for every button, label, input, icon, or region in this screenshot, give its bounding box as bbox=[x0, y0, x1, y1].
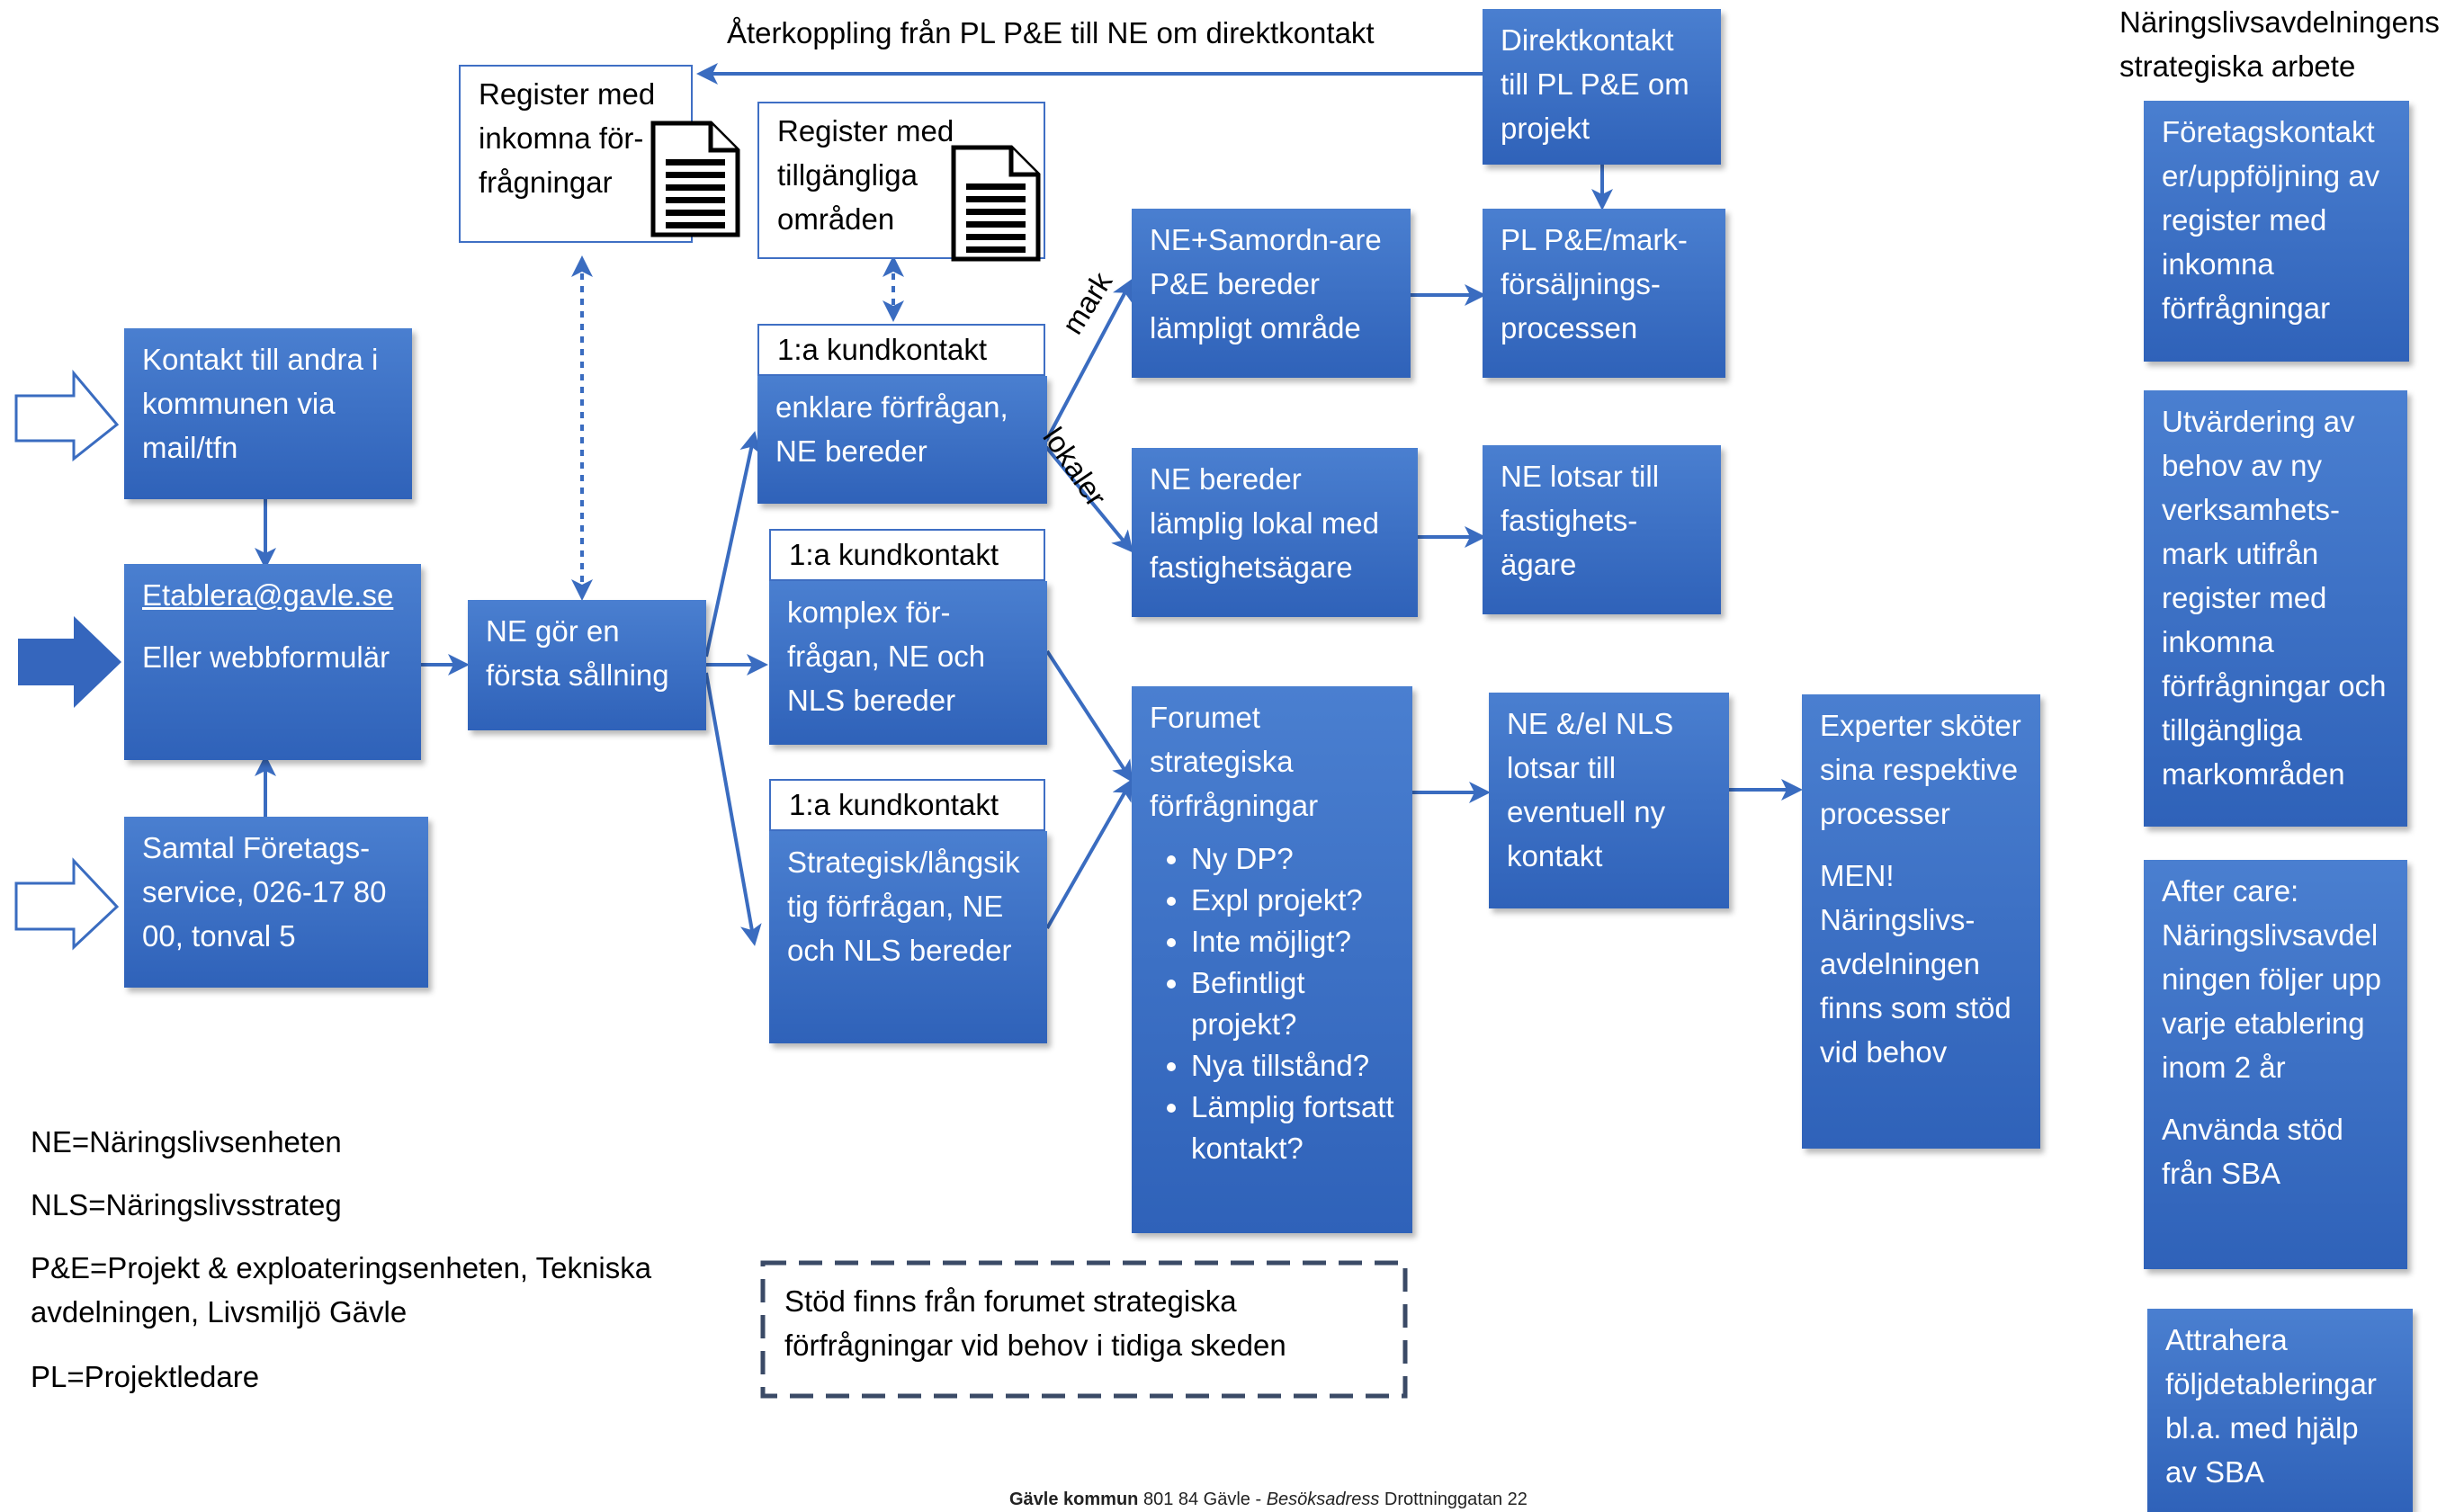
forumet-box: Forumet strategiska förfrågningar Ny DP?… bbox=[1132, 686, 1412, 1233]
list-item: Befintligt projekt? bbox=[1191, 962, 1394, 1045]
ne-bereder-lokal-box: NE bereder lämplig lokal med fastighetsä… bbox=[1132, 448, 1418, 617]
side-title: Näringslivsavdelningens strategiska arbe… bbox=[2119, 5, 2440, 83]
arrow-to-strategisk bbox=[704, 672, 762, 946]
arrow-strategisk-to-forumet bbox=[1045, 778, 1133, 929]
list-item: Expl projekt? bbox=[1191, 880, 1394, 921]
footer-visit-label: Besöksadress bbox=[1266, 1490, 1380, 1509]
arrow-lokaler bbox=[1044, 445, 1133, 553]
experter-box: Experter sköter sina respektive processe… bbox=[1802, 694, 2040, 1149]
experter-men-label: MEN! Näringslivs-avdelningen finns som s… bbox=[1820, 859, 2011, 1069]
legend-pe: P&E=Projekt & exploateringsenheten, Tekn… bbox=[31, 1251, 652, 1329]
kundkontakt-3-label-box: 1:a kundkontakt bbox=[769, 779, 1045, 831]
etablera-alt-label: Eller webbformulär bbox=[142, 640, 390, 674]
enklare-box: enklare förfrågan, NE bereder bbox=[757, 376, 1047, 504]
spacer bbox=[2162, 1089, 2389, 1107]
list-item: Lämplig fortsatt kontakt? bbox=[1191, 1087, 1394, 1169]
ne-samordnare-box: NE+Samordn-are P&E bereder lämpligt områ… bbox=[1132, 209, 1411, 378]
register-inkomna-label: Register med inkomna för-frågningar bbox=[479, 77, 656, 199]
document-icon bbox=[650, 121, 740, 237]
right-arrow-outline-icon bbox=[14, 857, 120, 951]
side-box-after-care: After care: Näringslivsavdel ningen följ… bbox=[2144, 860, 2407, 1269]
footer-visit-value: Drottninggatan 22 bbox=[1384, 1490, 1528, 1509]
spacer bbox=[142, 617, 403, 635]
ne-nls-lotsar-box: NE &/el NLS lotsar till eventuell ny kon… bbox=[1489, 693, 1729, 908]
list-item: Nya tillstånd? bbox=[1191, 1045, 1394, 1087]
komplex-box: komplex för-frågan, NE och NLS bereder bbox=[769, 581, 1047, 745]
kundkontakt-2-label-box: 1:a kundkontakt bbox=[769, 529, 1045, 581]
legend-pl: PL=Projektledare bbox=[31, 1360, 260, 1393]
side-box-utvardering: Utvärdering av behov av ny verksamhets-m… bbox=[2144, 390, 2407, 827]
footer-address: Gävle kommun 801 84 Gävle - Besöksadress… bbox=[1009, 1490, 1528, 1510]
after-care-label: After care: Näringslivsavdel ningen följ… bbox=[2162, 874, 2382, 1084]
forumet-title: Forumet strategiska förfrågningar bbox=[1150, 701, 1319, 822]
strategisk-box: Strategisk/långsik tig förfrågan, NE och… bbox=[769, 831, 1047, 1043]
footer-postal: 801 84 Gävle - bbox=[1142, 1490, 1262, 1509]
legend-nls: NLS=Näringslivsstrateg bbox=[31, 1188, 342, 1221]
register-omraden-label: Register med tillgängliga områden bbox=[777, 114, 954, 236]
dashed-note-border bbox=[760, 1260, 1408, 1399]
samtal-box: Samtal Företags-service, 026-17 80 00, t… bbox=[124, 817, 428, 988]
pl-pe-box: PL P&E/mark-försäljnings-processen bbox=[1483, 209, 1725, 378]
kontakt-andra-box: Kontakt till andra i kommunen via mail/t… bbox=[124, 328, 412, 499]
arrow-komplex-to-forumet bbox=[1045, 649, 1133, 783]
anvanda-stod-label: Använda stöd från SBA bbox=[2162, 1113, 2343, 1190]
side-box-attrahera: Attrahera följdetableringar bl.a. med hj… bbox=[2147, 1309, 2413, 1512]
experter-label: Experter sköter sina respektive processe… bbox=[1820, 709, 2021, 830]
forumet-question-list: Ny DP? Expl projekt? Inte möjligt? Befin… bbox=[1150, 838, 1394, 1169]
list-item: Ny DP? bbox=[1191, 838, 1394, 880]
etablera-email-link[interactable]: Etablera@gavle.se bbox=[142, 578, 394, 612]
ne-sallning-box: NE gör en första sållning bbox=[468, 600, 706, 730]
etablera-box: Etablera@gavle.se Eller webbformulär bbox=[124, 564, 421, 760]
arrow-to-enklare bbox=[704, 431, 761, 658]
dashed-note-text: Stöd finns från forumet strategiska förf… bbox=[784, 1284, 1286, 1362]
right-arrow-outline-icon bbox=[14, 369, 120, 462]
legend-ne: NE=Näringslivsenheten bbox=[31, 1125, 342, 1159]
feedback-label: Återkoppling från PL P&E till NE om dire… bbox=[727, 16, 1375, 49]
direktkontakt-box: Direktkontakt till PL P&E om projekt bbox=[1483, 9, 1721, 165]
footer-org: Gävle kommun bbox=[1009, 1490, 1139, 1509]
ne-lotsar-box: NE lotsar till fastighets-ägare bbox=[1483, 445, 1721, 614]
kundkontakt-1-label-box: 1:a kundkontakt bbox=[757, 324, 1045, 376]
document-icon bbox=[951, 145, 1041, 262]
spacer bbox=[1820, 836, 2022, 854]
list-item: Inte möjligt? bbox=[1191, 921, 1394, 962]
right-arrow-filled-icon bbox=[18, 616, 121, 708]
side-box-foretagskontakter: Företagskontakt er/uppföljning av regist… bbox=[2144, 101, 2409, 362]
arrow-mark bbox=[1044, 278, 1133, 442]
